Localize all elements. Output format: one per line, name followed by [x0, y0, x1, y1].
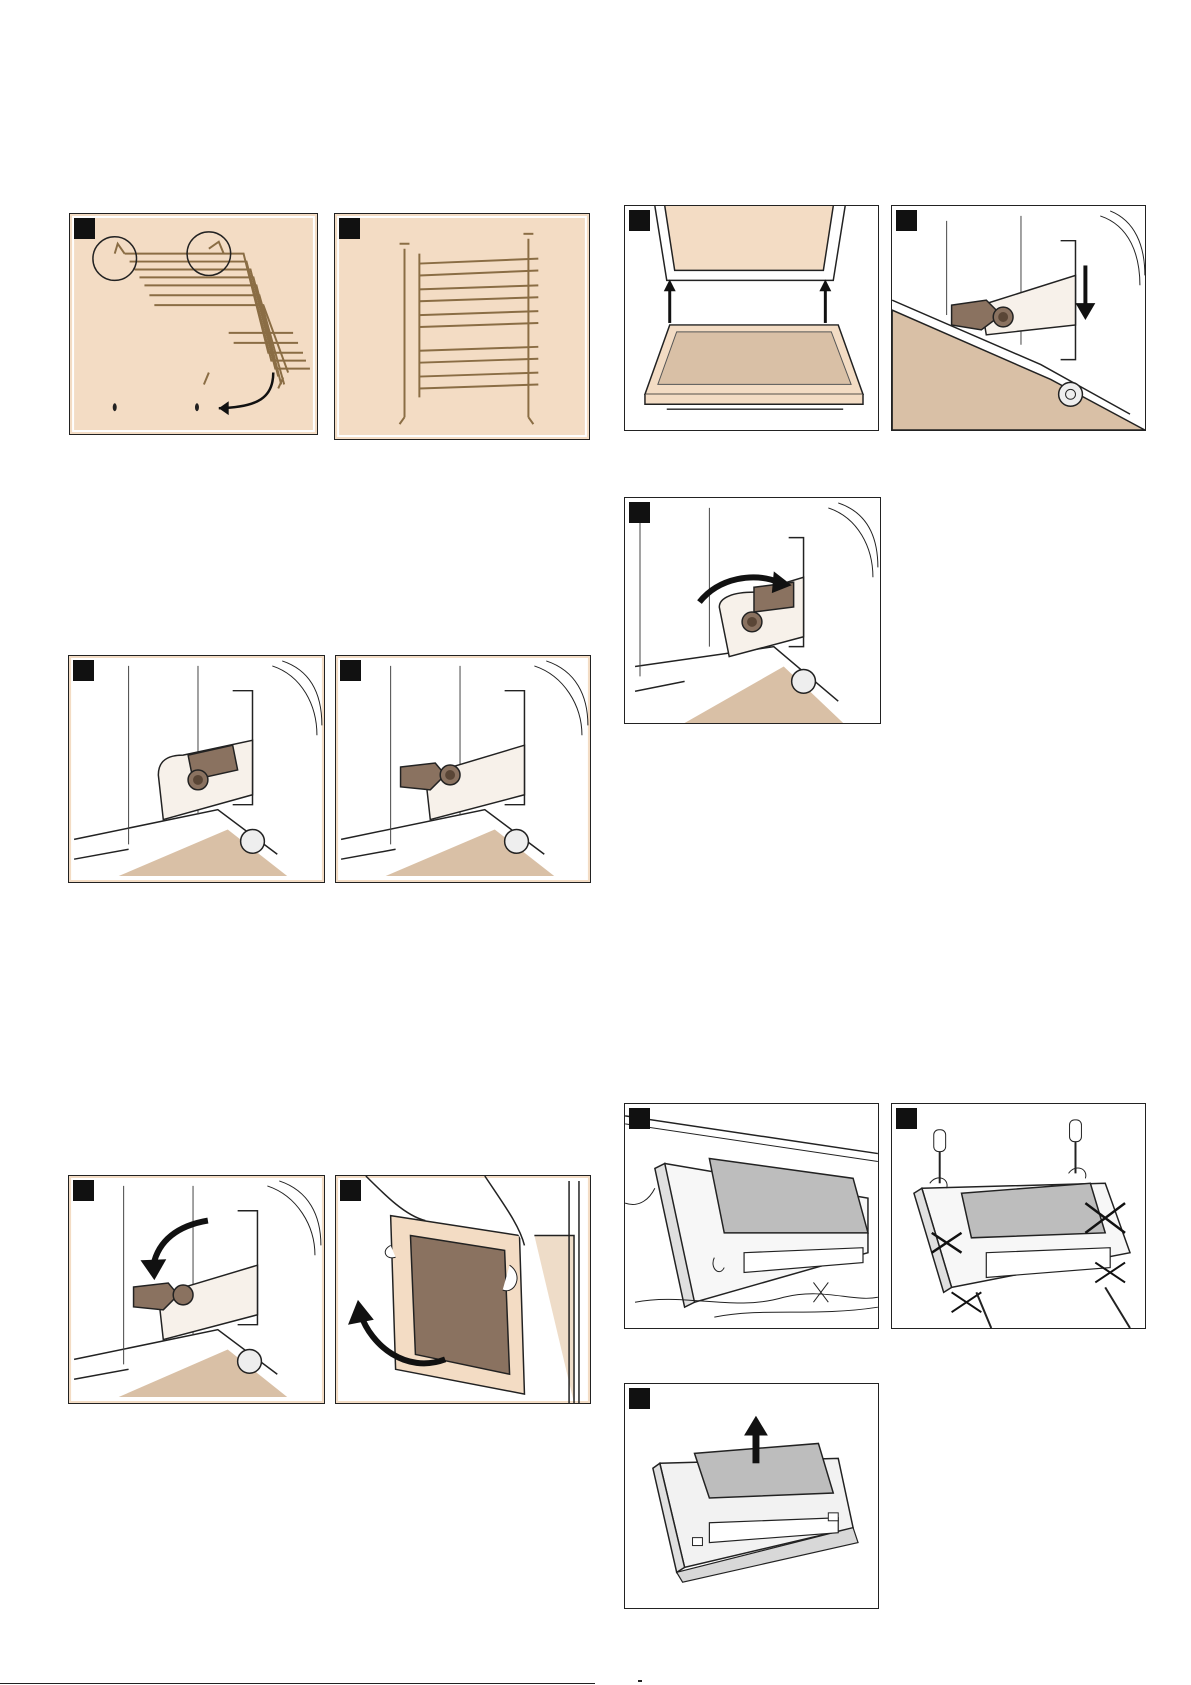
- hinge-lock-closed-illustration: [336, 656, 590, 882]
- step-marker: [896, 1108, 917, 1129]
- step-marker: [340, 1180, 361, 1201]
- door-lift-illustration: [625, 206, 878, 430]
- rack-unhook-illustration: [70, 214, 317, 434]
- hinge-lever-fold-illustration: [69, 1176, 324, 1403]
- hinge-lock-open-illustration: [69, 656, 324, 882]
- step-marker: [629, 1108, 650, 1129]
- panel-lift-glass-illustration: [625, 1384, 878, 1608]
- step-marker: [629, 502, 650, 523]
- step-marker: [629, 1388, 650, 1409]
- step-marker: [73, 660, 94, 681]
- step-marker: [340, 660, 361, 681]
- step-marker: [74, 218, 95, 239]
- figure-hinge-lever-down: [891, 205, 1146, 431]
- hinge-lever-up-illustration: [625, 498, 880, 723]
- step-marker: [339, 218, 360, 239]
- figure-hinge-lock-closed: [335, 655, 591, 883]
- panel-screws-illustration: [892, 1104, 1145, 1328]
- door-remove-illustration: [336, 1176, 590, 1403]
- step-marker: [629, 210, 650, 231]
- step-marker: [73, 1180, 94, 1201]
- figure-rack-front: [334, 213, 590, 440]
- figure-door-remove: [335, 1175, 591, 1404]
- hinge-lever-down-illustration: [892, 206, 1145, 430]
- footer-rule-tick: [638, 1680, 642, 1682]
- footer-rule-left: [0, 1683, 595, 1684]
- step-marker: [896, 210, 917, 231]
- panel-cover-illustration: [625, 1104, 878, 1328]
- figure-hinge-lever-up: [624, 497, 881, 724]
- figure-panel-screws: [891, 1103, 1146, 1329]
- figure-rack-unhook: [69, 213, 318, 435]
- rack-front-illustration: [335, 214, 589, 439]
- figure-hinge-lock-open: [68, 655, 325, 883]
- figure-door-lift: [624, 205, 879, 431]
- figure-hinge-lever-fold: [68, 1175, 325, 1404]
- figure-panel-cover: [624, 1103, 879, 1329]
- figure-panel-lift-glass: [624, 1383, 879, 1609]
